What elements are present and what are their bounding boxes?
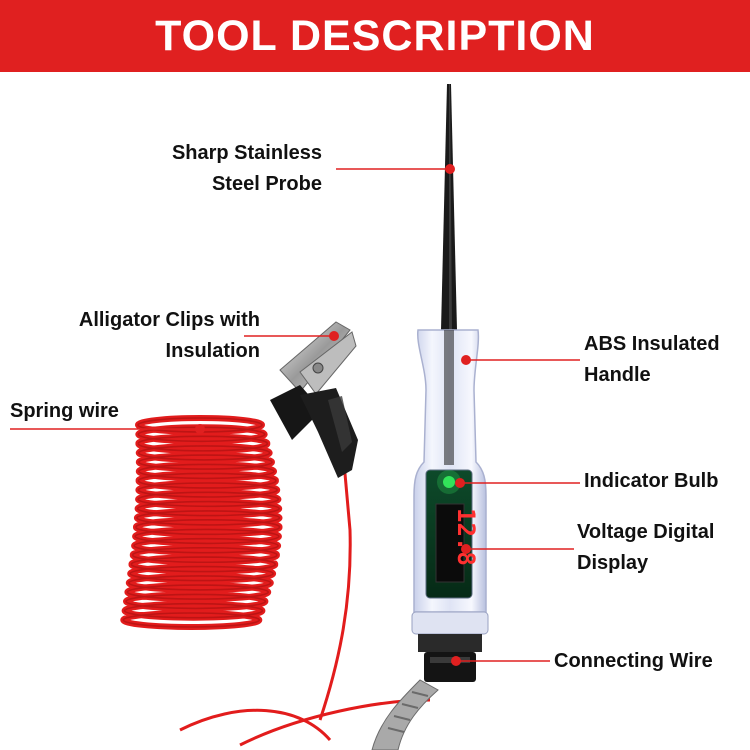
label-probe-line-2: Steel Probe [211,173,322,195]
title-banner: TOOL DESCRIPTION [0,0,750,72]
label-connecting: Connecting Wire [554,646,713,677]
alligator-clip [270,321,358,478]
label-connecting-line-1: Connecting Wire [554,650,713,672]
page-title: TOOL DESCRIPTION [155,11,595,60]
tester-pen: 12.8 [411,84,489,682]
label-clips-line-2: Insulation [165,340,260,362]
label-probe: Sharp Stainless Steel Probe [172,138,322,200]
voltage-readout: 12.8 [452,508,480,566]
callout-lines [10,164,580,666]
label-handle-line-1: ABS Insulated [584,333,720,355]
label-display-line-2: Display [577,552,649,574]
label-display-line-1: Voltage Digital [577,521,715,543]
clips-marker [329,331,339,341]
connecting-wire [371,679,439,750]
label-bulb-line-1: Indicator Bulb [584,470,719,492]
probe-marker [445,164,455,174]
label-probe-line-1: Sharp Stainless [171,142,322,164]
label-bulb: Indicator Bulb [584,466,718,497]
label-clips-line-1: Alligator Clips with [78,309,260,331]
label-spring: Spring wire [10,396,119,427]
spring-marker [195,424,205,434]
spring-wire [120,415,431,747]
label-handle: ABS Insulated Handle [584,329,720,391]
bulb-marker [455,478,465,488]
display-marker [461,544,471,554]
label-clips: Alligator Clips with Insulation [79,305,260,367]
label-spring-line-1: Spring wire [10,400,119,422]
handle-marker [461,355,471,365]
label-display: Voltage Digital Display [577,517,714,579]
connecting-marker [451,656,461,666]
label-handle-line-2: Handle [584,364,651,386]
